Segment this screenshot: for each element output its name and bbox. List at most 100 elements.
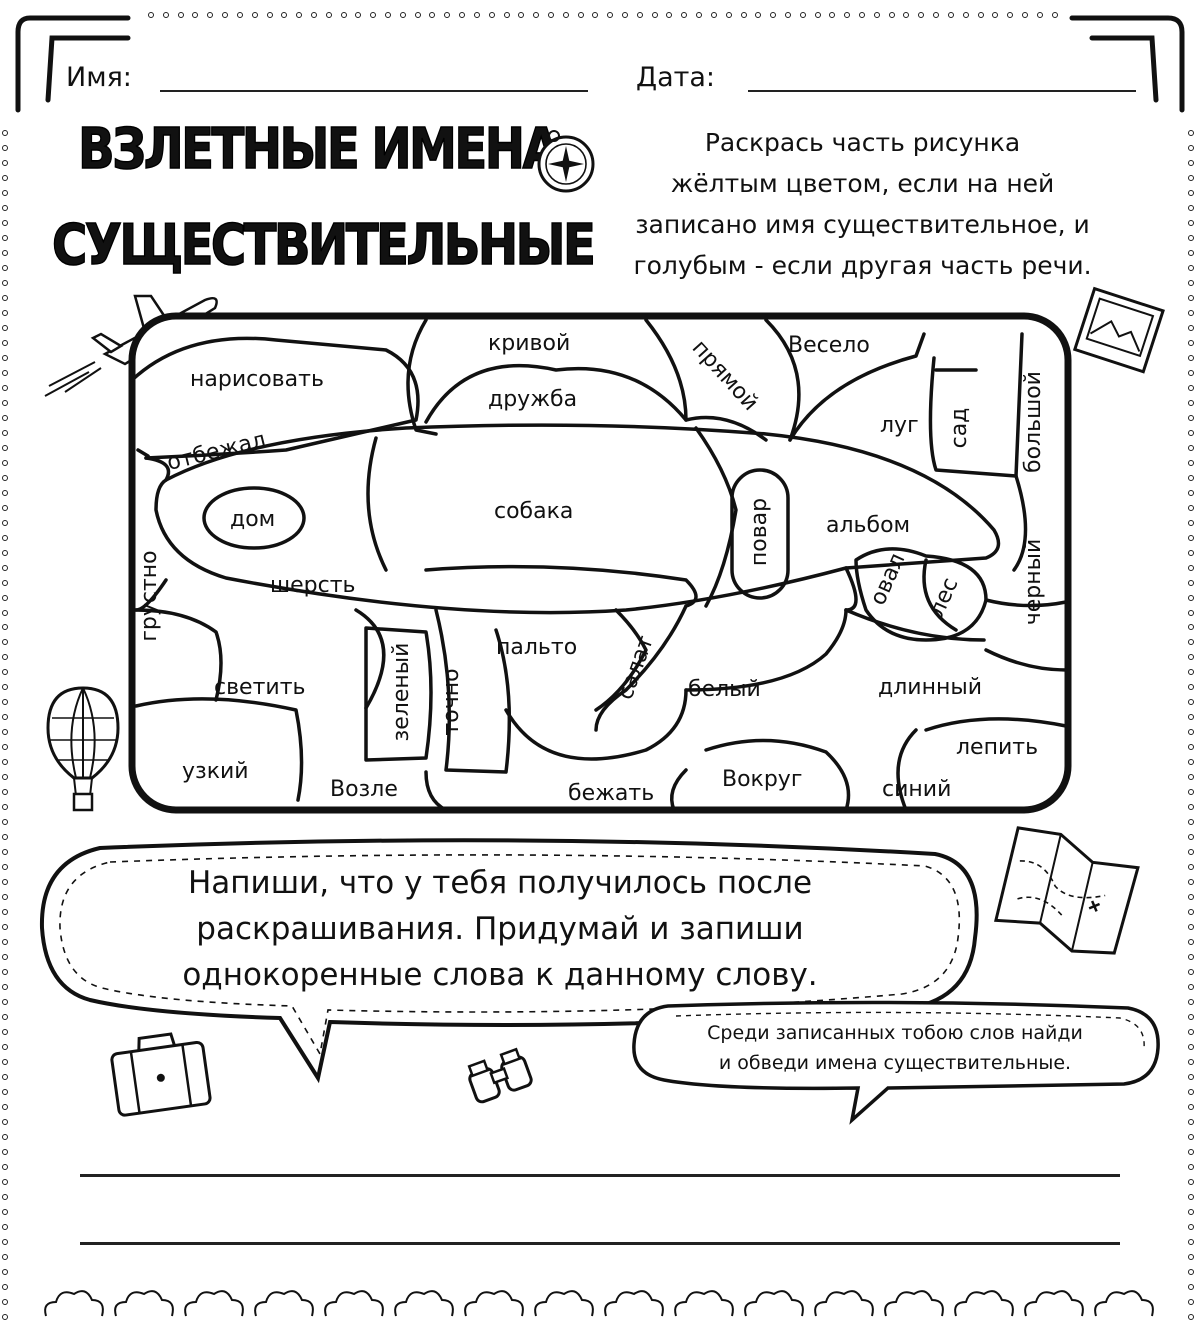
puzzle-word[interactable]: точно [439, 668, 464, 735]
cloud-icon [534, 1290, 594, 1317]
puzzle-word[interactable]: дружба [488, 387, 577, 412]
border-dot [1188, 264, 1194, 271]
border-dot [1188, 504, 1194, 511]
border-dot [1188, 279, 1194, 286]
border-dot [2, 1223, 8, 1230]
puzzle-word[interactable]: грустно [137, 550, 162, 641]
puzzle-word[interactable]: светить [214, 675, 306, 700]
border-dot [2, 384, 8, 391]
border-dot [1188, 1208, 1194, 1215]
puzzle-word[interactable]: Весело [788, 333, 870, 358]
cloud-icon [44, 1290, 104, 1317]
puzzle-word[interactable]: пальто [496, 635, 577, 660]
border-dot [2, 159, 8, 166]
border-dot [2, 714, 8, 721]
border-dot [1188, 1253, 1194, 1260]
border-dot [1188, 414, 1194, 421]
border-dot [1007, 12, 1014, 18]
border-dot [918, 12, 925, 18]
border-dot [977, 12, 984, 18]
border-dot [1188, 519, 1194, 526]
cloud-icon [254, 1290, 314, 1317]
border-dot [2, 909, 8, 916]
instructions: Раскрась часть рисунка жёлтым цветом, ес… [633, 128, 1092, 280]
border-dot [2, 1103, 8, 1110]
border-dot [1188, 549, 1194, 556]
puzzle-word[interactable]: бежать [568, 781, 654, 806]
border-dot [2, 744, 8, 751]
border-dot [577, 12, 584, 18]
border-dot [2, 1029, 8, 1036]
puzzle-word[interactable]: синий [882, 777, 951, 802]
border-dot [2, 804, 8, 811]
border-dot [2, 234, 8, 241]
border-dot [2, 1283, 8, 1290]
puzzle-word[interactable]: нарисовать [190, 367, 324, 392]
border-dot [2, 1148, 8, 1155]
border-dot [207, 12, 214, 18]
name-field[interactable] [160, 90, 588, 92]
border-dot [2, 1208, 8, 1215]
border-dot [414, 12, 421, 18]
border-dot [2, 324, 8, 331]
puzzle-word[interactable]: собака [494, 499, 573, 524]
border-dot [2, 579, 8, 586]
border-dot [962, 12, 969, 18]
border-dot [799, 12, 806, 18]
border-dot [696, 12, 703, 18]
puzzle-word[interactable]: луг [880, 413, 919, 438]
cloud-icon [744, 1290, 804, 1317]
puzzle-word[interactable]: длинный [878, 675, 982, 700]
puzzle-word[interactable]: зеленый [389, 643, 414, 742]
border-dot [1188, 1193, 1194, 1200]
border-dot [2, 1163, 8, 1170]
border-dot [2, 249, 8, 256]
answer-line-1[interactable] [80, 1174, 1120, 1177]
border-dot [2, 924, 8, 931]
border-dot [236, 12, 243, 18]
border-dot [1188, 924, 1194, 931]
border-dot [1188, 1089, 1194, 1095]
border-dot [607, 12, 614, 18]
puzzle-word[interactable]: большой [1021, 371, 1046, 473]
border-dot [1188, 354, 1194, 361]
border-dot [355, 12, 362, 18]
border-dot [222, 12, 229, 18]
border-dot [1188, 789, 1194, 796]
puzzle-word[interactable]: белый [688, 677, 761, 702]
border-dot [2, 1313, 8, 1320]
border-dot [2, 564, 8, 571]
puzzle-word[interactable]: альбом [826, 513, 910, 538]
worksheet-title-line1: ВЗЛЕТНЫЕ ИМЕНА [77, 117, 560, 182]
border-dot [1188, 1268, 1194, 1275]
puzzle-word[interactable]: повар [747, 498, 772, 566]
puzzle-word[interactable]: шерсть [270, 573, 356, 598]
puzzle-word[interactable]: дом [230, 507, 275, 532]
border-dot [1188, 594, 1194, 601]
border-dot [1051, 12, 1058, 18]
border-dot [1188, 684, 1194, 691]
puzzle-word[interactable]: черный [1021, 539, 1046, 626]
border-dot [1188, 969, 1194, 976]
puzzle-word[interactable]: сад [947, 408, 972, 449]
border-dot [1188, 894, 1194, 901]
border-dot [1188, 654, 1194, 661]
puzzle-word[interactable]: Вокруг [722, 767, 802, 792]
puzzle-word[interactable]: узкий [182, 759, 249, 784]
date-field[interactable] [748, 90, 1136, 92]
border-dot [2, 864, 8, 871]
puzzle-word[interactable]: кривой [488, 331, 570, 356]
border-dot [666, 12, 673, 18]
border-dot [2, 144, 8, 151]
puzzle-word[interactable]: лепить [956, 735, 1038, 760]
border-dot [888, 12, 895, 18]
border-dot [2, 684, 8, 691]
cloud-icon [814, 1290, 874, 1317]
puzzle-word[interactable]: Возле [330, 777, 398, 802]
border-dot [651, 12, 658, 18]
border-dot [2, 939, 8, 946]
border-dot [2, 504, 8, 511]
border-dot [1188, 999, 1194, 1006]
answer-line-2[interactable] [80, 1242, 1120, 1245]
